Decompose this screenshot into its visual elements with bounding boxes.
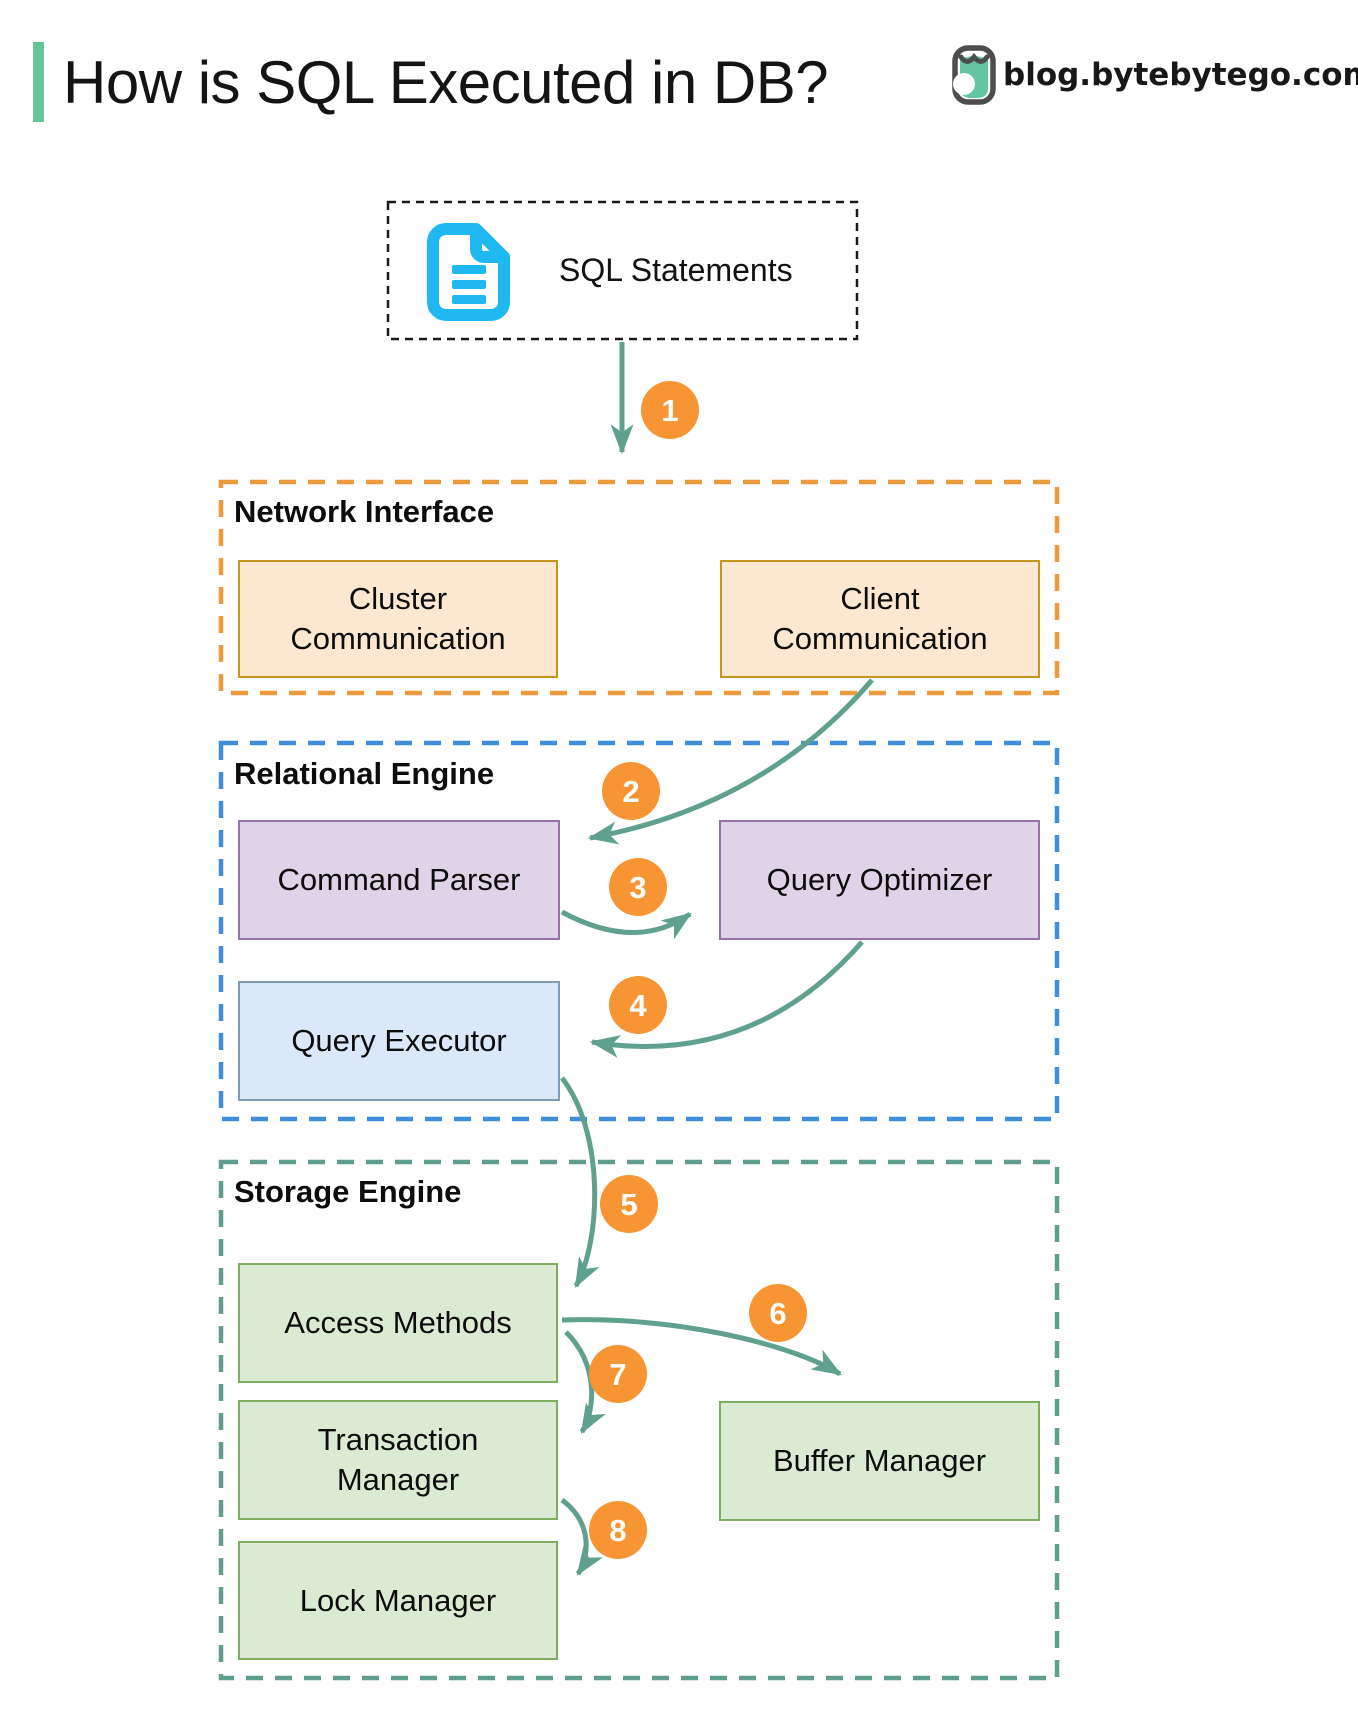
- sql-statements-box: SQL Statements: [387, 201, 858, 340]
- page-title: How is SQL Executed in DB?: [63, 48, 829, 116]
- node-label: Access Methods: [284, 1305, 512, 1340]
- node-query-optimizer: Query Optimizer: [719, 820, 1040, 940]
- node-transaction-manager: Transaction Manager: [238, 1400, 558, 1520]
- section-label-storage-engine: Storage Engine: [234, 1174, 462, 1209]
- arrow-3-parser-to-optimizer: [560, 909, 692, 940]
- node-label: Query Executor: [291, 1023, 507, 1058]
- node-label: Transaction Manager: [317, 1422, 479, 1497]
- arrow-8-transaction-to-lock: [560, 1497, 603, 1576]
- node-lock-manager: Lock Manager: [238, 1541, 558, 1660]
- node-access-methods: Access Methods: [238, 1263, 558, 1383]
- step-badge-5: 5: [600, 1175, 658, 1233]
- step-badge-1: 1: [641, 381, 699, 439]
- node-client-communication: Client Communication: [720, 560, 1040, 678]
- document-icon: [427, 222, 510, 321]
- step-badge-4: 4: [609, 976, 667, 1034]
- step-badge-6: 6: [749, 1284, 807, 1342]
- bytebytego-owl-icon: [952, 45, 996, 105]
- node-label: Cluster Communication: [290, 581, 506, 656]
- step-badge-7: 7: [589, 1345, 647, 1403]
- bytebytego-logo: blog.bytebytego.com: [951, 44, 1358, 106]
- arrow-7-access-to-transaction: [564, 1330, 606, 1434]
- node-label: Buffer Manager: [772, 1443, 987, 1478]
- node-command-parser: Command Parser: [238, 820, 560, 940]
- section-label-relational-engine: Relational Engine: [234, 756, 495, 791]
- node-label: Client Communication: [772, 581, 988, 656]
- node-cluster-communication: Cluster Communication: [238, 560, 558, 678]
- node-label: Lock Manager: [299, 1582, 497, 1618]
- sql-statements-label: SQL Statements: [559, 252, 793, 288]
- step-badge-8: 8: [589, 1501, 647, 1559]
- title-accent-bar: [33, 42, 44, 122]
- node-label: Command Parser: [277, 862, 521, 897]
- step-badge-2: 2: [602, 762, 660, 820]
- node-buffer-manager: Buffer Manager: [719, 1401, 1040, 1521]
- node-label: Query Optimizer: [766, 862, 993, 897]
- site-url: blog.bytebytego.com: [1003, 57, 1358, 93]
- section-label-network-interface: Network Interface: [234, 494, 495, 529]
- arrow-5-executor-to-access: [560, 1076, 600, 1289]
- step-badge-3: 3: [609, 858, 667, 916]
- node-query-executor: Query Executor: [238, 981, 560, 1101]
